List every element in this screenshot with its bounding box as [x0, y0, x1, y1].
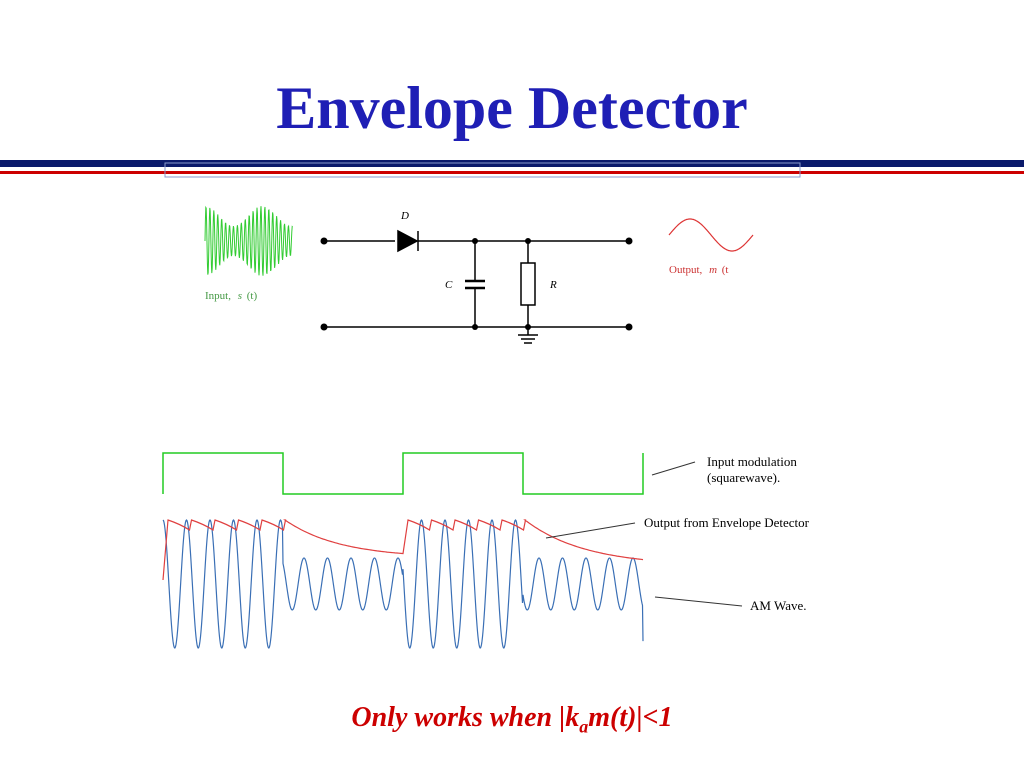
svg-text:Input, s (t): Input, s (t) — [205, 290, 257, 302]
resistor-symbol — [520, 262, 536, 306]
svg-text:Output, m (t: Output, m (t — [669, 264, 729, 276]
detector-waveforms: Input modulation (squarewave). Output fr… — [162, 452, 810, 649]
envelope-output — [162, 519, 644, 581]
slide-title: Envelope Detector — [276, 75, 748, 141]
square-label-line2: (squarewave). — [707, 470, 780, 485]
diode-label: D — [400, 210, 409, 222]
envelope-pointer-line — [545, 522, 636, 539]
note-subscript: a — [579, 716, 589, 737]
node-res-bottom — [525, 324, 531, 330]
node-cap-top — [472, 238, 478, 244]
divider-frame — [164, 162, 801, 178]
capacitor-label: C — [445, 279, 453, 291]
square-pointer-line — [651, 461, 696, 476]
resistor-label: R — [549, 279, 557, 291]
circuit-nodes — [320, 237, 633, 331]
square-modulation-wave — [162, 452, 644, 495]
output-label: Output, — [669, 264, 703, 276]
output-arg: (t — [722, 264, 729, 276]
circuit-schematic — [324, 229, 629, 344]
output-sine-waveform — [668, 218, 754, 252]
am-wave — [162, 519, 644, 649]
output-symbol: m — [709, 264, 717, 276]
input-am-waveform — [204, 205, 293, 276]
input-waveform-group: Input, s (t) — [204, 205, 293, 302]
diode-symbol — [397, 229, 419, 253]
divider-red-bar — [0, 171, 1024, 174]
am-label: AM Wave. — [750, 598, 806, 613]
square-label-line1: Input modulation — [707, 454, 797, 469]
node-input-bottom — [320, 323, 328, 331]
node-output-bottom — [625, 323, 633, 331]
output-waveform-group: Output, m (t — [668, 218, 754, 276]
input-symbol: s — [238, 290, 242, 302]
node-cap-bottom — [472, 324, 478, 330]
node-res-top — [525, 238, 531, 244]
node-output-top — [625, 237, 633, 245]
input-label: Input, — [205, 290, 231, 302]
input-arg: (t) — [247, 290, 258, 302]
title-divider — [0, 160, 1024, 178]
am-pointer-line — [654, 596, 743, 607]
note-suffix: m(t)|<1 — [588, 702, 673, 733]
envelope-label: Output from Envelope Detector — [644, 515, 810, 530]
condition-note: Only works when |kam(t)|<1 — [0, 702, 1024, 738]
note-prefix: Only works when |k — [351, 702, 580, 733]
envelope-detector-circuit: Input, s (t) D C R Ou — [204, 205, 754, 344]
node-input-top — [320, 237, 328, 245]
